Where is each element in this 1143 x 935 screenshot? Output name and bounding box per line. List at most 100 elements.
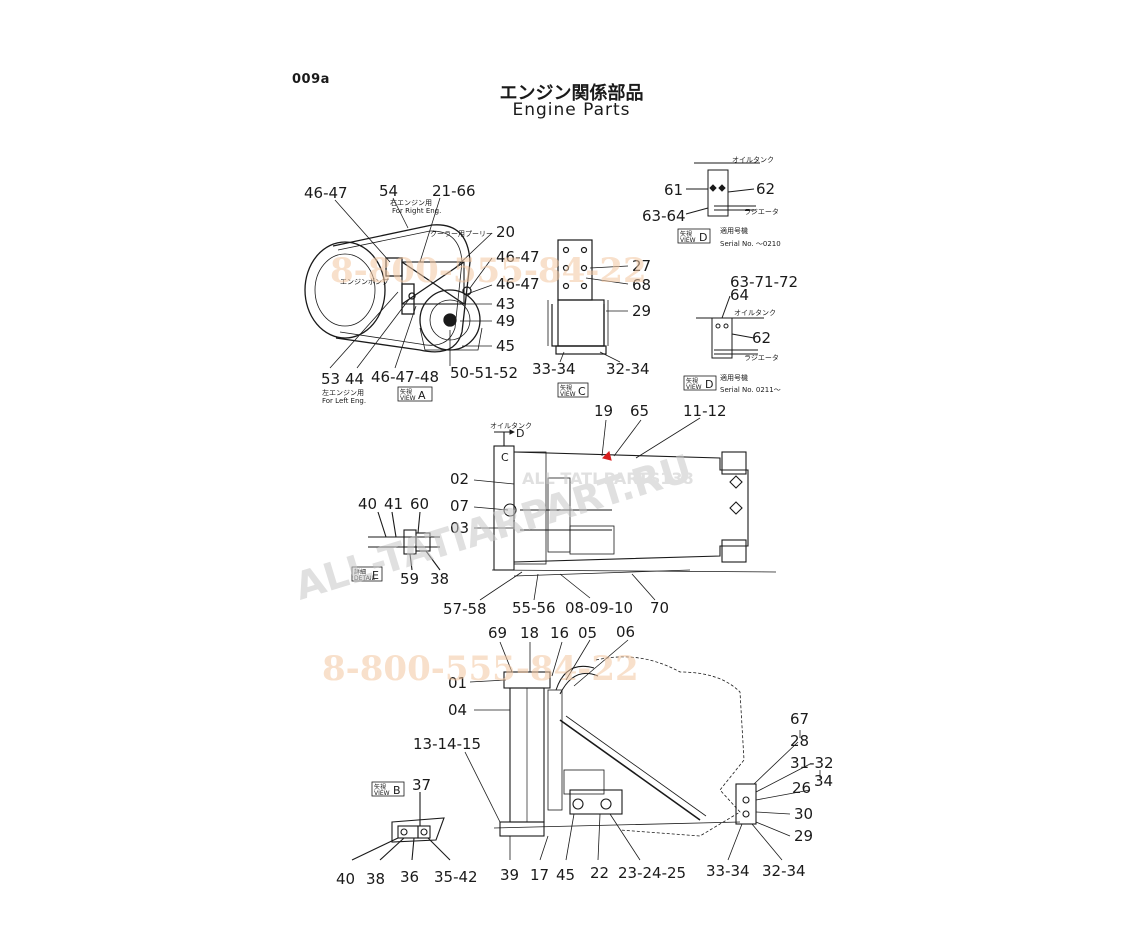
callout: 21-66 [432, 182, 476, 200]
callout: 59 [400, 570, 419, 588]
view-tag-jp: 矢視 [374, 783, 386, 791]
callout: 36 [400, 868, 419, 886]
belt [332, 224, 471, 353]
callout: 13-14-15 [413, 735, 481, 753]
callout: 43 [496, 295, 515, 313]
callout: 38 [366, 870, 385, 888]
callout: 03 [450, 519, 469, 537]
note: 適用号機 [720, 226, 748, 235]
note: ラジエータ [744, 207, 779, 216]
view-tag-letter: A [418, 389, 426, 402]
callout: 53 [321, 370, 340, 388]
callout: 69 [488, 624, 507, 642]
view-d1-tag: 矢視 VIEW D [677, 228, 711, 244]
note: 右エンジン用 [390, 198, 432, 207]
watermark-phone: 8-800-555-84-22 [330, 251, 647, 291]
view-c-leaders [559, 265, 629, 363]
callout: 02 [450, 470, 469, 488]
callout: 27 [632, 257, 651, 275]
callout: 54 [379, 182, 398, 200]
view-a-tag: 矢視 VIEW A [397, 386, 433, 402]
engine-pulley [304, 241, 386, 339]
callout: 32-34 [762, 862, 806, 880]
callout: 19 [594, 402, 613, 420]
view-tag-word: VIEW [560, 391, 576, 398]
detail-e-callouts: 40 41 60 59 38 [358, 495, 449, 588]
view-tag-jp: 矢視 [686, 377, 698, 385]
callout: 11-12 [683, 402, 727, 420]
detail-e-tag: 詳細 DETAIL E [351, 566, 383, 582]
callout: 06 [616, 623, 635, 641]
callout: 70 [650, 599, 669, 617]
view-b-callouts: 37 40 38 36 35-42 [336, 776, 478, 888]
view-tag-letter: B [393, 784, 401, 797]
callout: 33-34 [706, 862, 750, 880]
view-d2-detail [696, 295, 764, 359]
view-a-callouts: 46-47 54 21-66 20 46-47 46-47 43 49 45 5… [304, 182, 540, 405]
note: クーラー用プーリー [430, 230, 493, 238]
bracket [401, 261, 465, 305]
note: 左エンジン用 [322, 388, 364, 397]
callout: 32-34 [606, 360, 650, 378]
view-d2-tag: 矢視 VIEW D [683, 375, 717, 391]
note: Serial No. 0211～ [720, 386, 781, 394]
callout: 49 [496, 312, 515, 330]
callout: 35-42 [434, 868, 478, 886]
callout: 18 [520, 624, 539, 642]
callout: 23-24-25 [618, 864, 686, 882]
side-view-leaders [464, 639, 821, 861]
page-title-japanese: エンジン関係部品 [499, 83, 644, 104]
callout: 41 [384, 495, 403, 513]
note: オイルタンク [732, 155, 774, 164]
callout: 62 [756, 180, 775, 198]
callout: 01 [448, 674, 467, 692]
red-marker [601, 450, 612, 461]
callout: 46-47 [304, 184, 348, 202]
view-b-detail [351, 792, 451, 861]
detail-e [368, 511, 441, 571]
callout: 45 [496, 337, 515, 355]
note: 適用号機 [720, 373, 748, 382]
callout: 57-58 [443, 600, 487, 618]
view-d2-callouts: 63-71-72 64 62 オイルタンク ラジエータ 適用号機 Serial … [720, 273, 798, 394]
callout: 46-47 [496, 275, 540, 293]
view-tag-jp: 矢視 [400, 388, 412, 396]
callout: 63-71-72 [730, 273, 798, 291]
view-tag-letter: E [372, 569, 379, 582]
callout: 46-47 [496, 248, 540, 266]
view-tag-word: VIEW [686, 384, 702, 391]
view-tag-word: DETAIL [354, 575, 375, 582]
view-tag-jp: 矢視 [680, 230, 692, 238]
view-tag-jp: 矢視 [560, 384, 572, 392]
callout: 44 [345, 370, 364, 388]
note: For Right Eng. [392, 207, 441, 215]
callout: 05 [578, 624, 597, 642]
watermark-mid: ALL TATI PARTS138 [522, 469, 694, 488]
callout: 20 [496, 223, 515, 241]
view-tag-letter: C [578, 385, 586, 398]
callout: 29 [794, 827, 813, 845]
view-marker: D [516, 427, 524, 440]
view-tag-word: VIEW [400, 395, 416, 402]
view-d1-callouts: 61 62 63-64 オイルタンク ラジエータ 適用号機 Serial No.… [642, 155, 781, 248]
callout: 29 [632, 302, 651, 320]
note: ラジエータ [744, 353, 779, 362]
callout: 26 [792, 779, 811, 797]
view-a-assembly [304, 224, 483, 353]
callout: 40 [358, 495, 377, 513]
callout: 04 [448, 701, 467, 719]
top-view-callouts: 19 65 11-12 02 07 03 57-58 55-56 08-09-1… [443, 402, 727, 618]
callout: 61 [664, 181, 683, 199]
callout: 45 [556, 866, 575, 884]
callout: 16 [550, 624, 569, 642]
page-code: 009a [292, 72, 330, 87]
view-marker: C [501, 451, 509, 464]
callout: 46-47-48 [371, 368, 439, 386]
view-c-tag: 矢視 VIEW C [557, 382, 589, 398]
callout: 60 [410, 495, 429, 513]
callout: 07 [450, 497, 469, 515]
view-tag-word: VIEW [374, 790, 390, 797]
callout: 31-32 [790, 754, 834, 772]
view-c-callouts: 27 68 29 33-34 32-34 [532, 257, 651, 378]
